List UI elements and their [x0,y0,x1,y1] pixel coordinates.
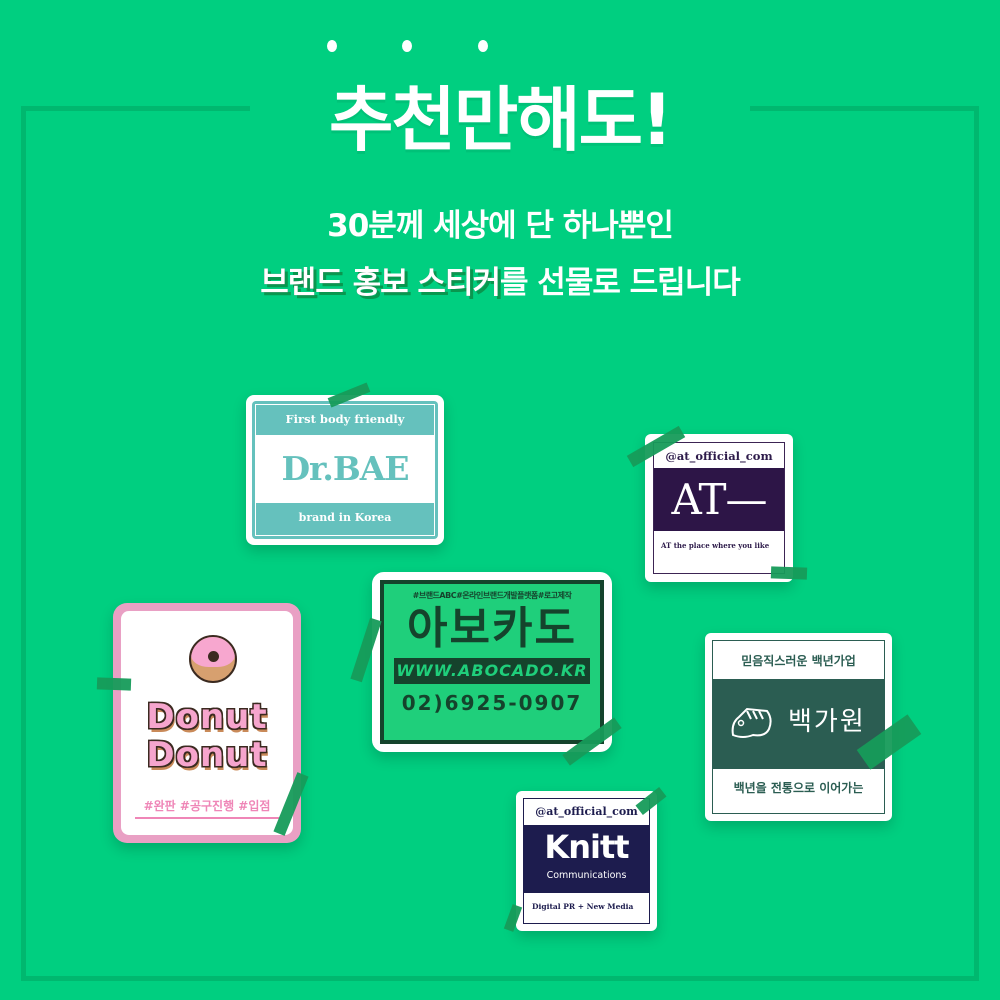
tape-icon [96,677,132,691]
knitt-handle: @at_official_com [535,805,638,818]
tape-icon [770,566,808,580]
emphasis-dots [0,40,1000,56]
sticker-abocado: #브랜드ABC#온라인브랜드개발플랫폼#로고제작 아보카도 WWW.ABOCAD… [372,572,612,752]
abocado-url: WWW.ABOCADO.KR [394,658,590,684]
subtitle-line-1: 30분께 세상에 단 하나뿐인 [327,208,674,244]
baekgawon-top-text: 믿음직스러운 백년가업 [741,654,856,668]
abocado-tags: #브랜드ABC#온라인브랜드개발플랫폼#로고제작 [412,591,572,600]
drbae-brand-name: Dr.BAE [256,435,434,503]
dot-icon [402,40,412,52]
page-title: 추천만해도! [329,79,673,161]
abocado-phone: 02)6925-0907 [401,691,583,715]
baekgawon-brand-name: 백가원 [788,707,866,737]
sticker-drbae: First body friendly Dr.BAE brand in Kore… [246,395,444,545]
sticker-baekgawon: 믿음직스러운 백년가업 백가원 백년을 전통으로 이어가는 [705,633,892,821]
dot-icon [327,40,337,52]
subtitle-highlight: 브랜드 홍보 스티커 [260,265,501,301]
baekgawon-bottom-text: 백년을 전통으로 이어가는 [733,781,864,795]
sticker-donut: Donut Donut #완판 #공구진행 #입점 [113,603,301,843]
dot-icon [478,40,488,52]
divider [135,817,279,819]
knitt-subtitle: Communications [546,870,627,881]
donut-word-2: Donut [146,735,268,775]
sticker-knitt: @at_official_com Knitt Communications Di… [516,791,657,931]
knitt-tagline: Digital PR + New Media [532,902,634,911]
drbae-top-text: First body friendly [285,412,405,426]
at-handle: @at_official_com [665,449,773,463]
at-brand-name: AT— [654,468,784,531]
abocado-brand-name: 아보카도 [407,603,577,654]
drbae-bottom-text: brand in Korea [298,511,392,524]
subtitle-line-2: 브랜드 홍보 스티커를 선물로 드립니다 [0,257,1000,302]
house-logo-icon [731,707,772,738]
at-tagline: AT the place where you like [661,541,770,550]
donut-word-1: Donut [146,697,268,737]
donut-icon [189,635,237,683]
title-mask [250,90,750,140]
knitt-brand-name: Knitt [544,828,629,866]
sticker-at: @at_official_com AT— AT the place where … [645,434,793,582]
subtitle-rest: 를 선물로 드립니다 [500,265,741,301]
donut-tags: #완판 #공구진행 #입점 [143,799,271,813]
